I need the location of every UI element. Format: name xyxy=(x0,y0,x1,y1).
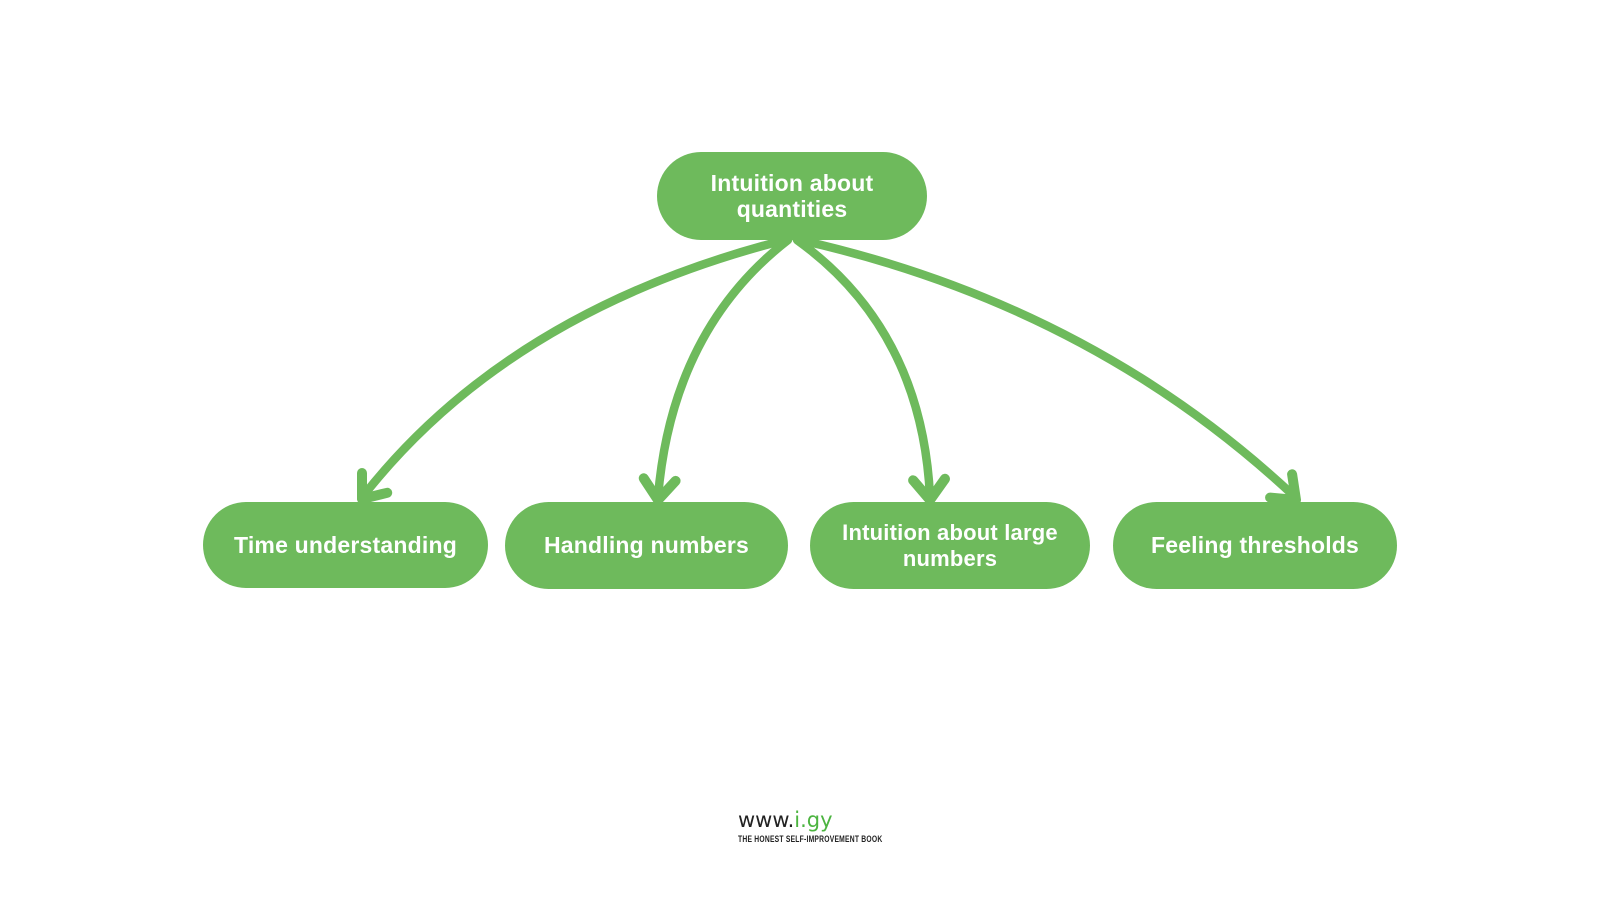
node-root-intuition-about-quantities: Intuition about quantities xyxy=(657,152,927,240)
node-intuition-about-large-numbers-label: Intuition about large numbers xyxy=(842,520,1058,571)
arrowhead-handling-numbers xyxy=(638,473,681,505)
node-feeling-thresholds-label: Feeling thresholds xyxy=(1150,532,1360,559)
arrow-to-handling-numbers xyxy=(653,235,793,502)
logo-suffix: i.gy xyxy=(794,808,833,832)
node-intuition-about-large-numbers: Intuition about large numbers xyxy=(810,502,1090,589)
node-feeling-thresholds: Feeling thresholds xyxy=(1113,502,1397,589)
node-time-understanding-label: Time understanding xyxy=(234,531,457,558)
arrowhead-time-understanding xyxy=(357,468,393,504)
arrow-to-intuition-large-numbers xyxy=(792,235,935,502)
arrowhead-feeling-thresholds xyxy=(1265,469,1301,505)
arrowhead-intuition-large-numbers xyxy=(908,473,950,505)
site-logo: www.i.gy xyxy=(738,808,931,833)
arrow-to-time-understanding xyxy=(359,235,790,500)
node-root-label: Intuition about quantities xyxy=(710,169,874,222)
logo-prefix: www. xyxy=(738,808,795,832)
node-handling-numbers: Handling numbers xyxy=(505,502,788,589)
logo-tagline: THE HONEST SELF-IMPROVEMENT BOOK xyxy=(738,834,883,845)
node-handling-numbers-label: Handling numbers xyxy=(543,532,750,559)
node-time-understanding: Time understanding xyxy=(203,502,488,588)
arrow-to-feeling-thresholds xyxy=(795,235,1299,501)
footer-logo-block: www.i.gy THE HONEST SELF-IMPROVEMENT BOO… xyxy=(738,808,931,844)
